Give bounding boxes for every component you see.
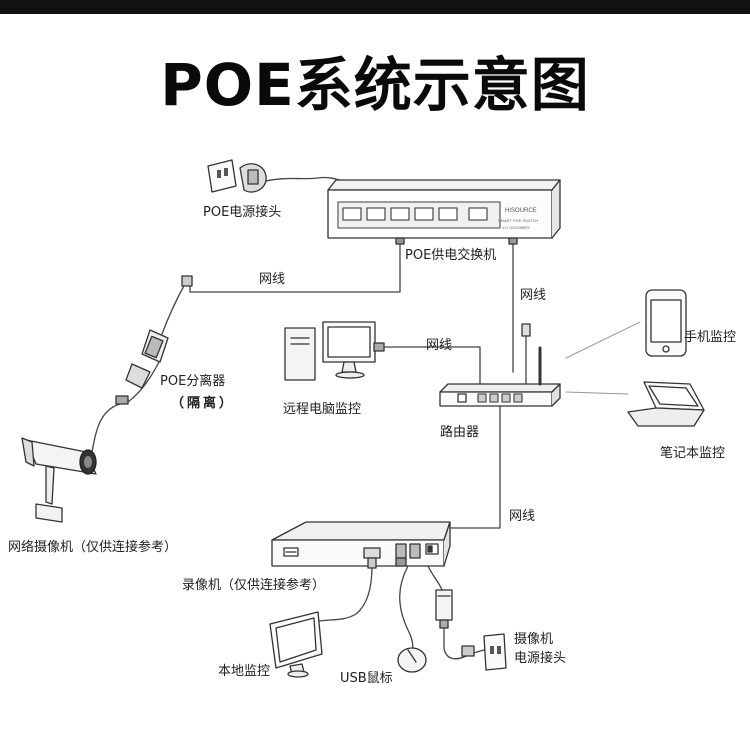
label-phone: 手机监控 — [684, 330, 737, 345]
nvr-icon — [271, 521, 451, 569]
top-bar — [0, 0, 750, 14]
label-isolated: （隔离） — [171, 396, 236, 411]
label-cable-pc: 网线 — [426, 338, 453, 353]
label-ip-camera: 网络摄像机（仅供连接参考） — [8, 540, 178, 555]
label-laptop: 笔记本监控 — [660, 446, 726, 461]
label-local-monitor: 本地监控 — [218, 664, 271, 679]
label-remote-pc: 远程电脑监控 — [283, 402, 362, 417]
switch-model: SMART POE SWITCH — [498, 218, 538, 223]
poe-power-plug-icon — [207, 159, 267, 193]
label-nvr: 录像机（仅供连接参考） — [182, 578, 326, 593]
label-poe-switch: POE供电交换机 — [405, 248, 497, 263]
usb-mouse-icon — [397, 647, 427, 673]
label-camera-power-2: 电源接头 — [514, 651, 567, 666]
page-title: POE系统示意图 — [160, 51, 590, 119]
label-cable-router-switch: 网线 — [520, 288, 547, 303]
cables — [91, 176, 641, 660]
phone-icon — [645, 289, 687, 357]
poe-splitter-icon — [115, 275, 193, 405]
switch-spec: 4+1 10/100MBPS — [502, 226, 530, 230]
label-camera-power-1: 摄像机 — [514, 632, 554, 647]
camera-power-adapter-icon — [435, 589, 507, 671]
local-monitor-icon — [269, 611, 323, 678]
poe-switch-icon: HISOURCE SMART POE SWITCH 4+1 10/100MBPS — [327, 179, 561, 245]
ip-camera-icon — [21, 437, 97, 523]
label-cable-nvr: 网线 — [509, 509, 536, 524]
router-icon — [439, 323, 561, 407]
label-poe-power-plug: POE电源接头 — [203, 205, 282, 220]
remote-pc-icon — [284, 321, 385, 381]
laptop-icon — [627, 381, 705, 427]
label-usb-mouse: USB鼠标 — [340, 671, 393, 686]
label-cable-top: 网线 — [259, 272, 286, 287]
switch-brand: HISOURCE — [505, 208, 537, 214]
label-router: 路由器 — [440, 425, 480, 440]
label-poe-splitter: POE分离器 — [160, 374, 226, 389]
